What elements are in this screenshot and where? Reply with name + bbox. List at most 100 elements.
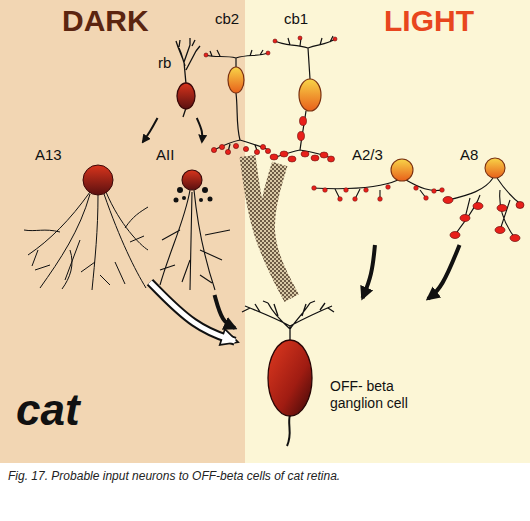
cone-bipolar-cb2: [233, 143, 238, 148]
arrow-line: [267, 164, 292, 298]
cone-bipolar-cb1: [299, 79, 321, 111]
cone-bipolar-cb1: [328, 156, 335, 162]
synaptic-input-arrow: [267, 164, 292, 298]
amacrine-a2-3: [386, 185, 391, 190]
amacrine-a8: [460, 215, 470, 222]
amacrine-a2-3: [344, 188, 349, 193]
neuron-node: cb1: [272, 6, 336, 164]
arrow-line: [143, 118, 158, 142]
arrow-line: [215, 295, 235, 328]
neuron-node: A2/3: [330, 142, 430, 245]
amacrine-aii: [202, 187, 208, 193]
amacrine-a13: [83, 165, 113, 195]
amacrine-a8: [495, 227, 505, 234]
cone-bipolar-cb2: [206, 50, 269, 153]
cell-label: cb1: [284, 10, 308, 28]
amacrine-aii: [160, 190, 230, 290]
region-label: DARK: [62, 4, 149, 37]
synaptic-input-arrow: [247, 156, 291, 298]
amacrine-a2-3: [312, 180, 442, 199]
cone-bipolar-cb2: [204, 51, 271, 155]
arrow-line: [247, 156, 291, 298]
rod-bipolar-cell: [177, 83, 195, 109]
amacrine-a2-3: [391, 159, 413, 181]
cone-bipolar-cb1: [301, 151, 309, 157]
cone-bipolar-cb2: [228, 67, 244, 93]
cone-bipolar-cb1: [273, 36, 335, 158]
amacrine-aii: [182, 196, 186, 200]
species-label: cat: [16, 386, 80, 434]
amacrine-aii: [199, 198, 203, 202]
cone-bipolar-cb1: [333, 37, 337, 41]
neuron-node: OFF- beta ganglion cell: [235, 298, 428, 448]
cell-label: cb2: [215, 10, 239, 28]
amacrine-a2-3: [338, 197, 343, 202]
amacrine-a2-3: [364, 188, 369, 193]
amacrine-a8: [516, 202, 524, 209]
amacrine-a2-3: [440, 188, 445, 193]
cone-bipolar-cb2: [260, 144, 265, 149]
arrow-line: [362, 245, 374, 298]
cone-bipolar-cb1: [298, 132, 305, 141]
cell-label: A13: [35, 146, 62, 164]
cell-label: AII: [156, 146, 174, 164]
amacrine-a2-3: [432, 189, 437, 194]
neuron-node: rb: [152, 38, 206, 118]
cone-bipolar-cb1: [320, 152, 328, 158]
amacrine-a8: [485, 158, 505, 178]
arrow-line: [197, 118, 203, 142]
background-panels: [0, 463, 530, 521]
neuron-node: A8: [438, 142, 523, 245]
synaptic-input-arrow: [143, 118, 158, 142]
cone-bipolar-cb1: [288, 156, 296, 162]
cone-bipolar-cb1: [300, 117, 307, 126]
amacrine-aii: [182, 170, 202, 190]
cone-bipolar-cb1: [270, 36, 337, 162]
cone-bipolar-cb1: [311, 155, 319, 161]
amacrine-a2-3: [312, 186, 317, 191]
cone-bipolar-cb2: [265, 148, 270, 153]
cone-bipolar-cb2: [254, 149, 259, 154]
figure-caption: Fig. 17. Probable input neurons to OFF-b…: [8, 470, 523, 483]
amacrine-a8: [473, 203, 483, 210]
cone-bipolar-cb2: [225, 149, 230, 154]
arrow-body: [150, 282, 235, 341]
cone-bipolar-cb2: [219, 144, 224, 149]
neuron-node: AII: [152, 142, 235, 295]
amacrine-a2-3: [312, 159, 445, 201]
amacrine-a2-3: [414, 186, 419, 191]
amacrine-a2-3: [323, 188, 328, 193]
amacrine-aii: [208, 197, 213, 202]
cone-bipolar-cb2: [211, 147, 216, 152]
cone-bipolar-cb1: [280, 151, 288, 157]
cone-bipolar-cb1: [273, 39, 277, 43]
cone-bipolar-cb1: [298, 36, 302, 40]
amacrine-a13: [24, 192, 148, 290]
amacrine-a8: [448, 178, 522, 238]
cone-bipolar-cb2: [204, 53, 208, 57]
synaptic-input-arrow: [428, 245, 460, 299]
off-beta-ganglion-cell: [268, 340, 312, 416]
background-panels: [245, 0, 530, 463]
amacrine-a13: [24, 165, 148, 290]
amacrine-a8: [510, 235, 520, 242]
arrow-line: [428, 245, 460, 299]
rod-bipolar-cell: [176, 38, 200, 117]
cell-label: A8: [460, 146, 478, 164]
arrow-line: [150, 282, 235, 341]
amacrine-a8: [443, 158, 524, 242]
cone-bipolar-cb2: [204, 50, 271, 155]
cell-label: OFF- beta ganglion cell: [330, 378, 425, 412]
amacrine-a8: [443, 197, 524, 242]
amacrine-a2-3: [312, 185, 445, 202]
synaptic-input-arrow: [197, 118, 203, 142]
cone-bipolar-cb1: [270, 154, 278, 160]
cone-bipolar-cb2: [243, 146, 248, 151]
amacrine-aii: [174, 198, 179, 203]
synaptic-input-arrow: [215, 295, 235, 328]
cone-bipolar-cb2: [266, 51, 270, 55]
background-panels: [0, 0, 245, 463]
off-beta-ganglion-cell: [242, 301, 334, 342]
amacrine-a8: [450, 232, 460, 239]
